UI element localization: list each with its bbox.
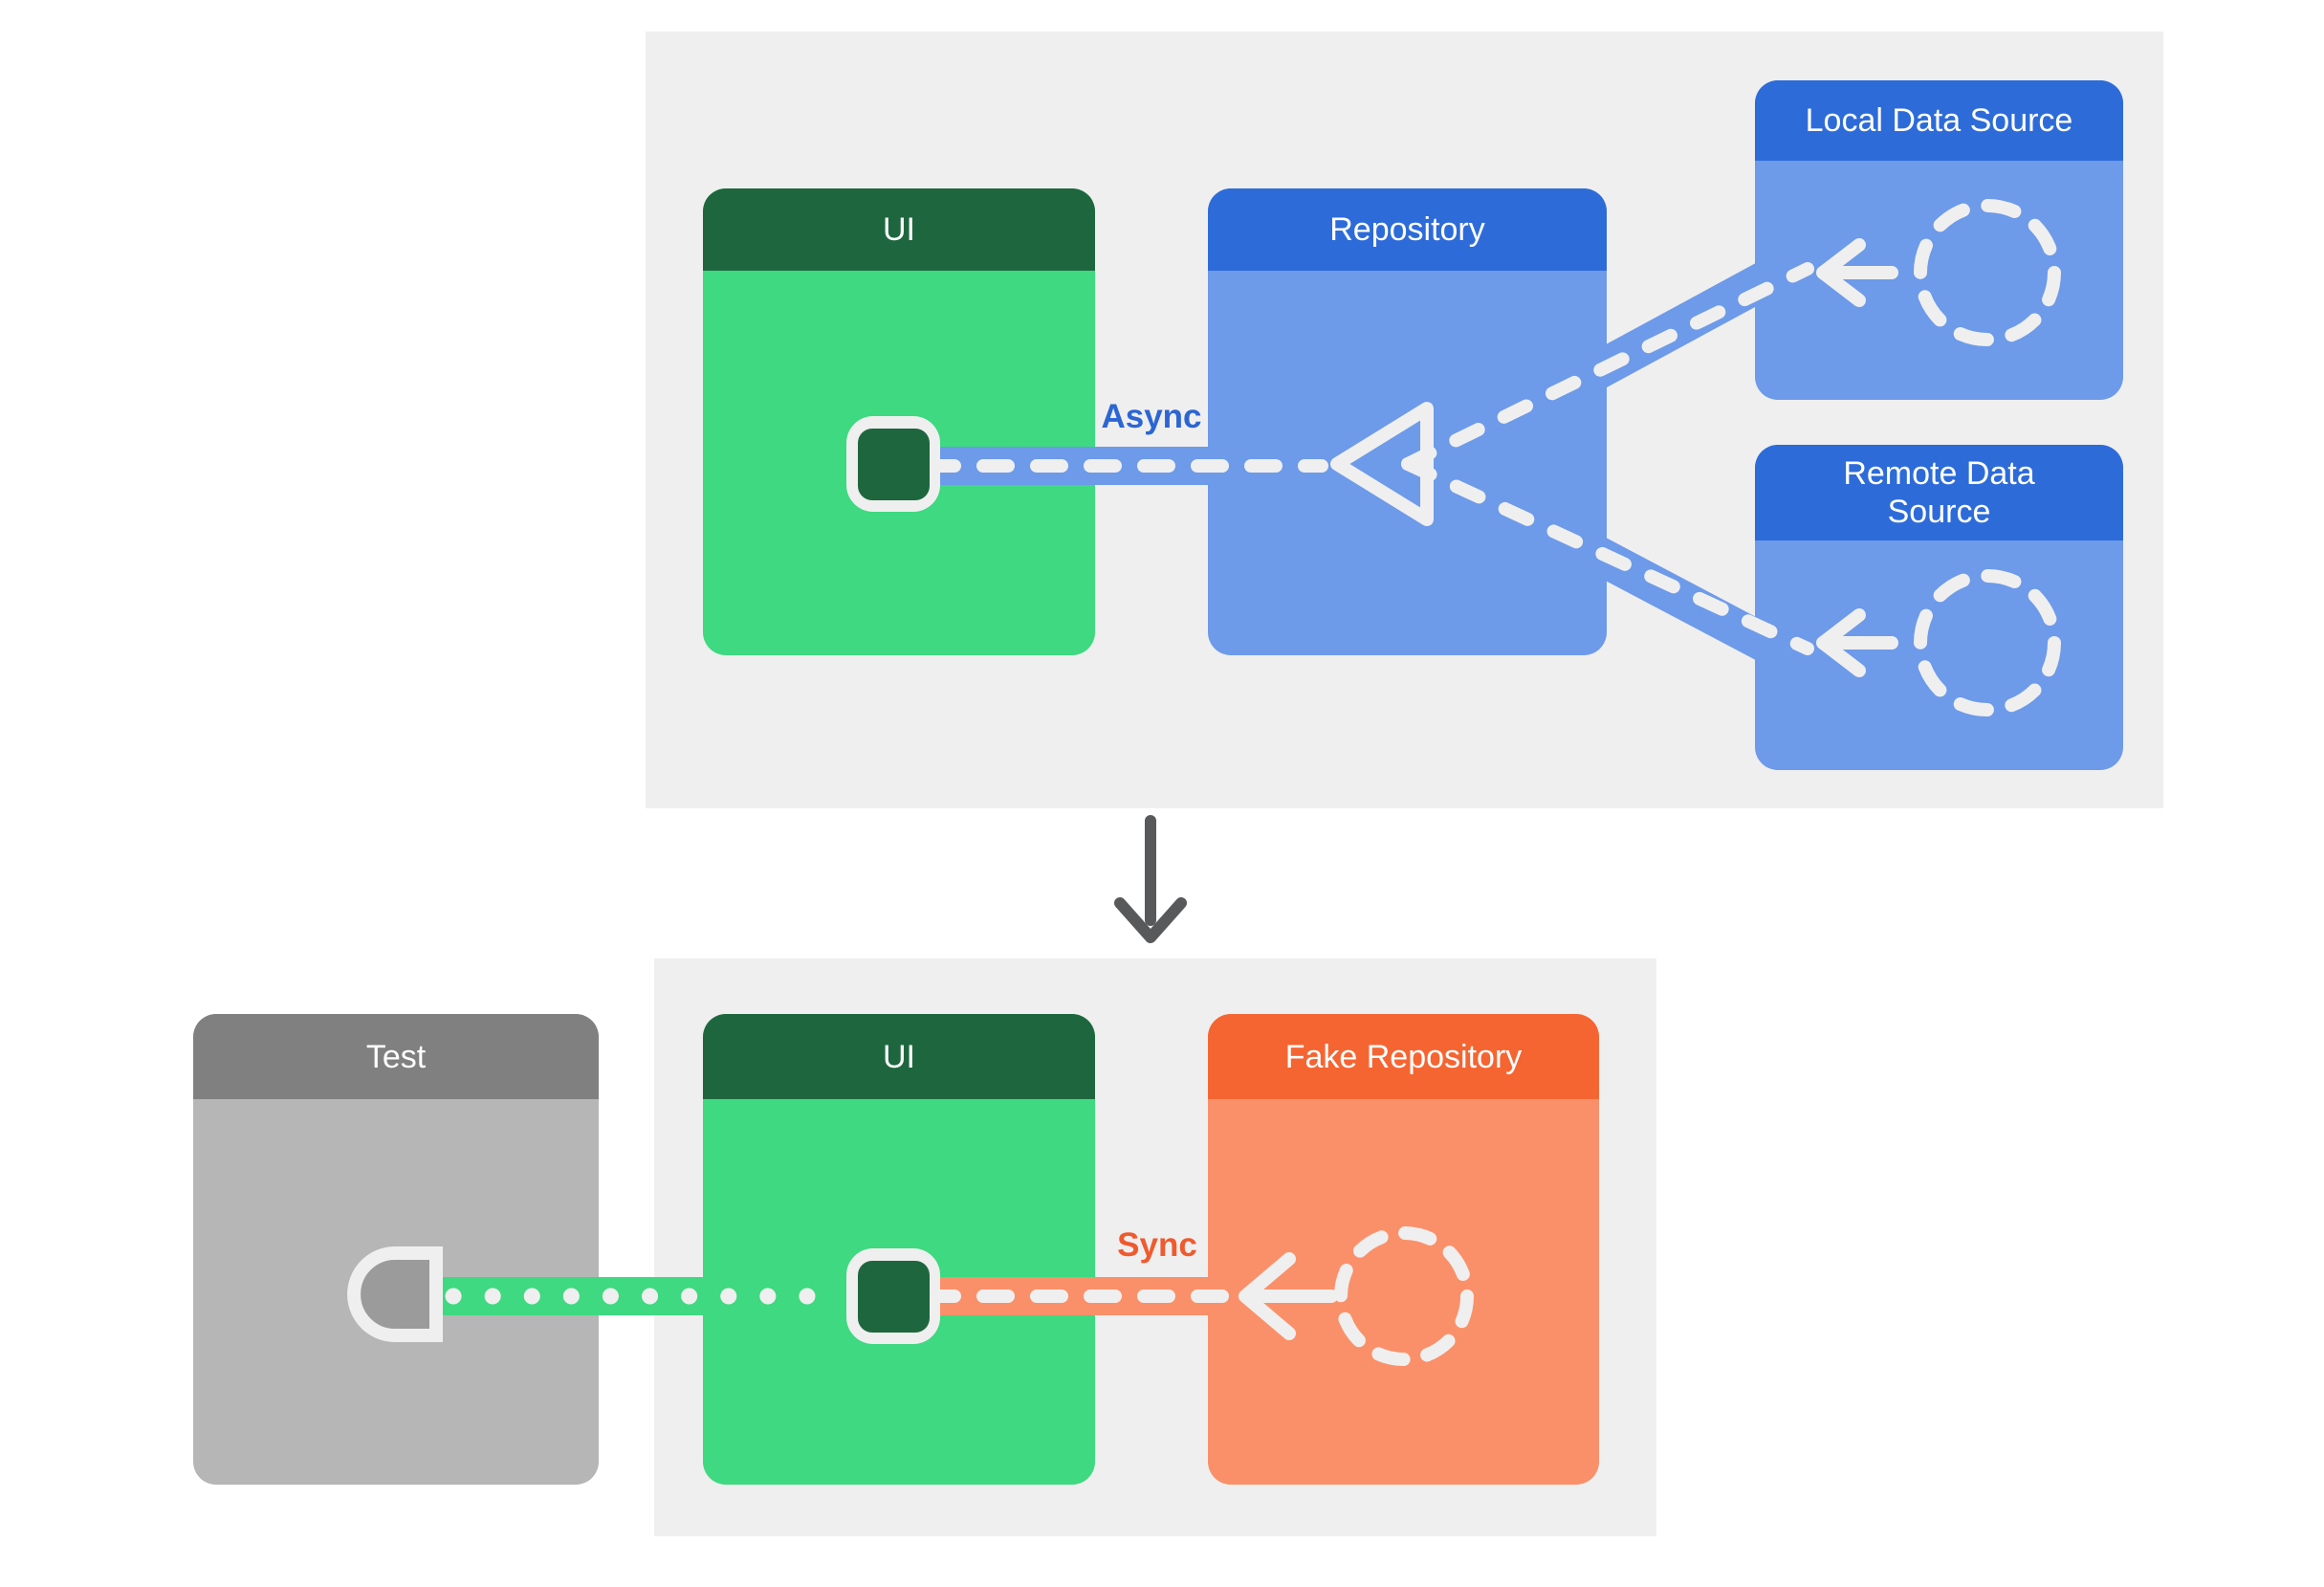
ui-state-chip-bottom-inner: [857, 1260, 930, 1333]
sync-label: Sync: [1117, 1226, 1197, 1264]
section-flow-arrow: [1114, 815, 1187, 943]
down-arrow-head-icon: [1114, 897, 1187, 943]
local-data-source-title: Local Data Source: [1805, 102, 2073, 139]
ui-box-top-header: UI: [703, 188, 1095, 271]
remote-data-source-title: Remote Data Source: [1843, 455, 2035, 530]
ui-box-bottom-title: UI: [883, 1038, 915, 1075]
ui-box-bottom-header: UI: [703, 1014, 1095, 1099]
test-box-title: Test: [365, 1038, 427, 1075]
fake-repository-title: Fake Repository: [1284, 1038, 1523, 1075]
ui-state-chip-top-inner: [857, 428, 930, 500]
fake-repository-box: Fake Repository: [1208, 1014, 1599, 1485]
test-box: Test: [193, 1014, 599, 1485]
fake-repository-header: Fake Repository: [1208, 1014, 1599, 1099]
ui-box-top-title: UI: [883, 211, 915, 248]
ui-state-chip-top: [846, 416, 940, 512]
remote-data-source-box: Remote Data Source: [1755, 445, 2123, 770]
repository-box-header: Repository: [1208, 188, 1607, 271]
local-data-source-box: Local Data Source: [1755, 80, 2123, 400]
repository-box-title: Repository: [1329, 211, 1485, 248]
ui-state-chip-bottom: [846, 1248, 940, 1344]
repository-box: Repository: [1208, 188, 1607, 655]
remote-data-source-header: Remote Data Source: [1755, 445, 2123, 540]
test-box-header: Test: [193, 1014, 599, 1099]
local-data-source-header: Local Data Source: [1755, 80, 2123, 161]
ui-box-top: UI: [703, 188, 1095, 655]
async-label: Async: [1101, 398, 1202, 435]
